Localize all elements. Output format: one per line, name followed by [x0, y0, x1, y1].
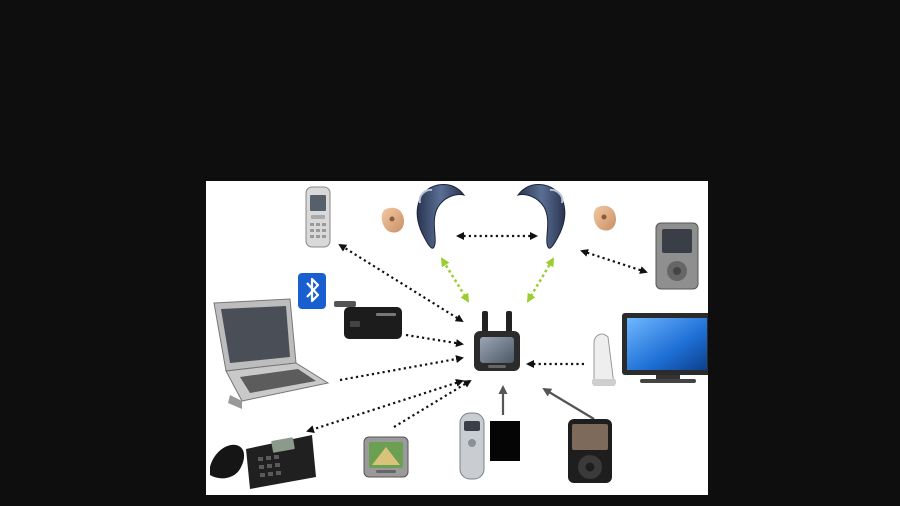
hearing-aid-icon [516, 184, 566, 249]
tv-streamer[interactable] [592, 333, 616, 386]
link-gps-streamer [393, 379, 472, 428]
streamer-hub-icon[interactable] [474, 311, 520, 371]
bluetooth-adapter[interactable] [334, 301, 402, 339]
desk-phone[interactable] [210, 435, 316, 489]
remote-mic[interactable] [459, 412, 485, 480]
tv[interactable] [622, 313, 708, 383]
remote-control[interactable] [655, 222, 699, 290]
black-device-icon [490, 421, 520, 461]
connection-diagram [210, 184, 708, 489]
link-ha-right-remote [580, 249, 648, 274]
link-bt-adapter-streamer [405, 333, 464, 347]
gps[interactable] [363, 436, 409, 478]
hearing-aid-icon [416, 184, 466, 249]
link-streamer-mobile [338, 243, 464, 323]
laptop[interactable] [213, 298, 330, 409]
hearing-aid-left[interactable] [416, 184, 466, 249]
link-streamer-deskphone [306, 379, 464, 433]
earmold-left[interactable] [381, 207, 404, 233]
mobile-phone[interactable] [305, 186, 331, 248]
mp3-player[interactable] [568, 419, 612, 483]
link-laptop-streamer [339, 355, 464, 382]
black-box[interactable] [490, 421, 520, 461]
connection-lines [306, 232, 648, 433]
link-streamer-ha-right [526, 257, 555, 303]
link-mp3-streamer [542, 387, 595, 420]
hearing-aid-right[interactable] [516, 184, 566, 249]
link-streamer-ha-left [440, 257, 470, 303]
earmold-right[interactable] [593, 205, 616, 231]
bluetooth [298, 273, 326, 309]
diagram-panel [206, 181, 708, 495]
tv-adapter-icon [593, 333, 615, 386]
